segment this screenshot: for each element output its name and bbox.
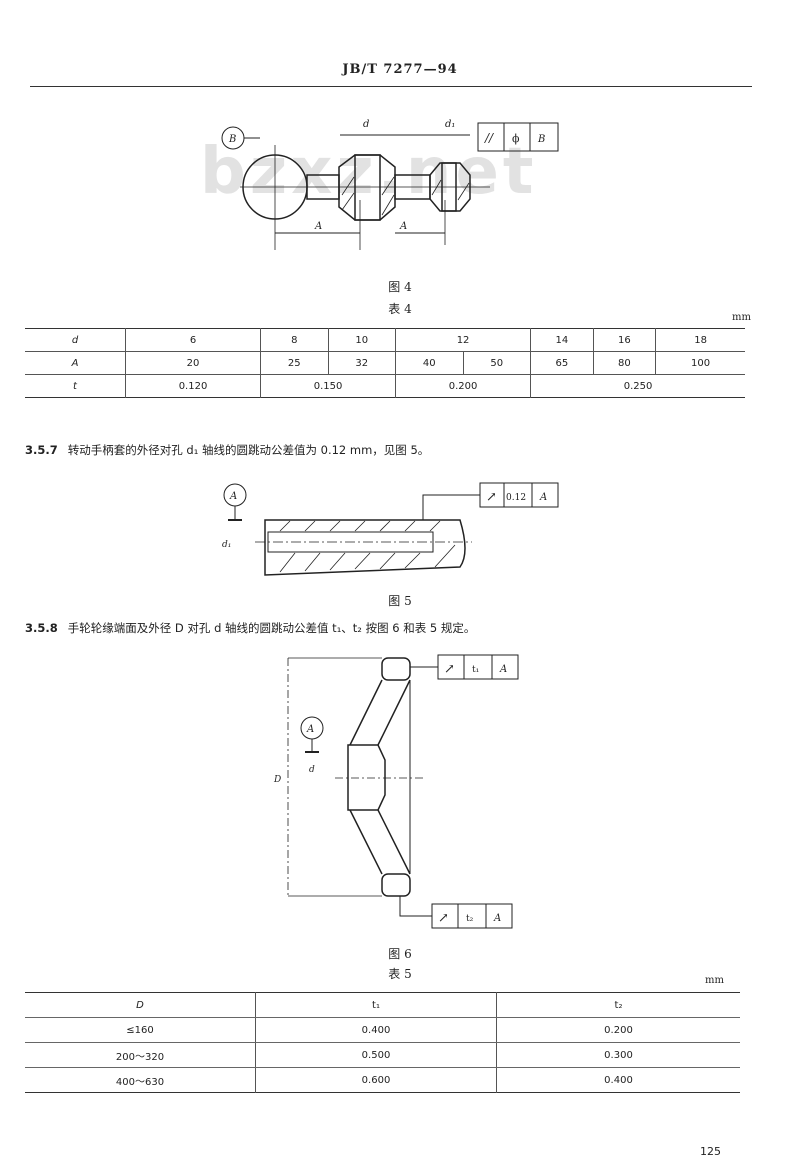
figure-5-datum-label: A [229,491,237,502]
figure-4-d1-label: d₁ [445,119,455,130]
table-row: ≤160 0.400 0.200 [25,1017,740,1043]
table-row: 400～630 0.600 0.400 [25,1067,740,1093]
figure-6-datum-label: A [306,724,314,735]
parallelism-symbol: // [484,131,495,145]
page-number: 125 [700,1145,721,1158]
table-5-title: 表 5 [388,967,412,981]
table-row: 200～320 0.500 0.300 [25,1042,740,1068]
figure-6-drawing: D A d ↗ t₁ A ↗ t₂ A [273,654,519,929]
figure-5-tolerance-value: 0.12 [506,493,526,503]
table-row: A 20 25 32 40 50 65 80 100 [25,351,745,375]
figure-4-d-label: d [363,119,369,130]
standard-code-header: JB/T 7277—94 [342,62,458,77]
figure-6-D-label: D [273,775,281,785]
runout-symbol-top: ↗ [444,662,455,677]
figure-6-t2: t₂ [466,914,474,924]
runout-symbol-bottom: ↗ [438,911,449,926]
table-row: D t₁ t₂ [25,992,740,1018]
figure-6-d-label: d [309,765,315,775]
figure-4-A-left: A [314,221,322,232]
table-4-unit: mm [732,312,751,323]
figure-4-drawing: B d d₁ // ϕ B A A [221,119,559,250]
figure-6-bottom-datum: A [493,913,501,924]
figure-6-caption: 图 6 [388,947,412,961]
figure-4-A-right: A [399,221,407,232]
table-row: d 6 8 10 12 14 16 18 [25,328,745,352]
figure-5-frame-datum: A [539,492,547,503]
diameter-symbol: ϕ [512,132,520,145]
figure-4-caption: 图 4 [388,280,412,294]
figure-4-datum-label: B [228,134,236,145]
figure-4-frame-datum: B [537,134,545,145]
table-5-unit: mm [705,975,724,986]
figure-5-caption: 图 5 [388,594,412,608]
table-4-title: 表 4 [388,302,412,316]
header-rule [30,86,752,87]
figure-5-d1-label: d₁ [222,540,231,550]
figure-6-t1: t₁ [472,665,479,675]
table-4: d 6 8 10 12 14 16 18 A 20 25 32 40 50 65… [25,328,745,398]
table-5: D t₁ t₂ ≤160 0.400 0.200 200～320 0.500 0… [25,992,740,1093]
figure-6-top-datum: A [499,664,507,675]
figure-5-drawing: A d₁ ↗ 0.12 A [222,482,559,576]
runout-symbol: ↗ [486,490,497,505]
table-row: t 0.120 0.150 0.200 0.250 [25,374,745,398]
